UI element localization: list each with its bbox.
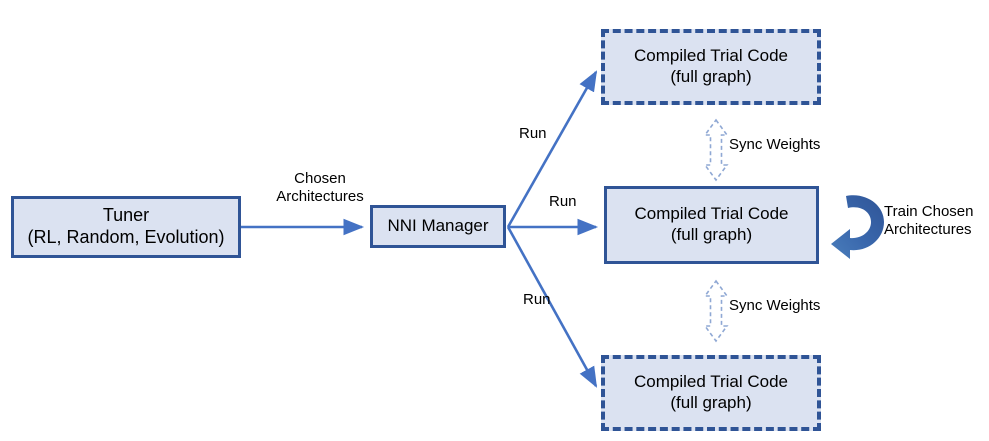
node-trial-mid-line2: (full graph): [670, 225, 753, 244]
node-trial-top-line2: (full graph): [670, 67, 752, 86]
node-compiled-trial-code-top[interactable]: Compiled Trial Code (full graph): [601, 29, 821, 105]
sync-weights-arrow-bottom: [703, 279, 729, 343]
edge-label-run-top-text: Run: [519, 125, 547, 142]
edge-label-chosen-architectures: Chosen Architectures: [256, 170, 384, 206]
node-compiled-trial-code-bottom[interactable]: Compiled Trial Code (full graph): [601, 355, 821, 431]
node-trial-bot-line1: Compiled Trial Code: [633, 372, 788, 392]
edge-label-run-middle-text: Run: [549, 193, 577, 210]
node-trial-mid-line1: Compiled Trial Code: [634, 204, 789, 224]
edge-label-run-bottom: Run: [523, 291, 551, 309]
node-compiled-trial-code-middle[interactable]: Compiled Trial Code (full graph): [604, 186, 819, 264]
node-tuner[interactable]: Tuner (RL, Random, Evolution): [11, 196, 241, 258]
edge-label-train-line2: Architectures: [884, 221, 972, 238]
node-nni-manager[interactable]: NNI Manager: [370, 205, 506, 248]
node-trial-top-line1: Compiled Trial Code: [633, 46, 788, 66]
connector-manager-to-trial-top: [506, 70, 598, 228]
edge-label-chosen-line2: Architectures: [276, 188, 364, 205]
edge-label-run-bottom-text: Run: [523, 291, 551, 308]
edge-label-sync-weights-bottom-text: Sync Weights: [729, 297, 821, 314]
node-tuner-line1: Tuner: [102, 205, 150, 226]
edge-label-sync-weights-top: Sync Weights: [729, 136, 820, 154]
node-tuner-line2: (RL, Random, Evolution): [27, 227, 225, 247]
train-loop-arrow: [831, 195, 884, 259]
edge-label-train-chosen-architectures: Train Chosen Architectures: [884, 203, 988, 239]
node-nni-manager-line1: NNI Manager: [387, 216, 489, 236]
edge-label-train-line1: Train Chosen: [884, 203, 974, 220]
connector-manager-to-trial-bot: [506, 226, 598, 388]
edge-label-sync-weights-bottom: Sync Weights: [729, 297, 820, 315]
edge-label-run-middle: Run: [549, 193, 577, 211]
node-trial-bot-line2: (full graph): [670, 393, 752, 412]
sync-weights-arrow-top: [703, 118, 729, 182]
edge-label-chosen-line1: Chosen: [294, 170, 346, 187]
edge-label-run-top: Run: [519, 125, 547, 143]
edge-label-sync-weights-top-text: Sync Weights: [729, 136, 821, 153]
